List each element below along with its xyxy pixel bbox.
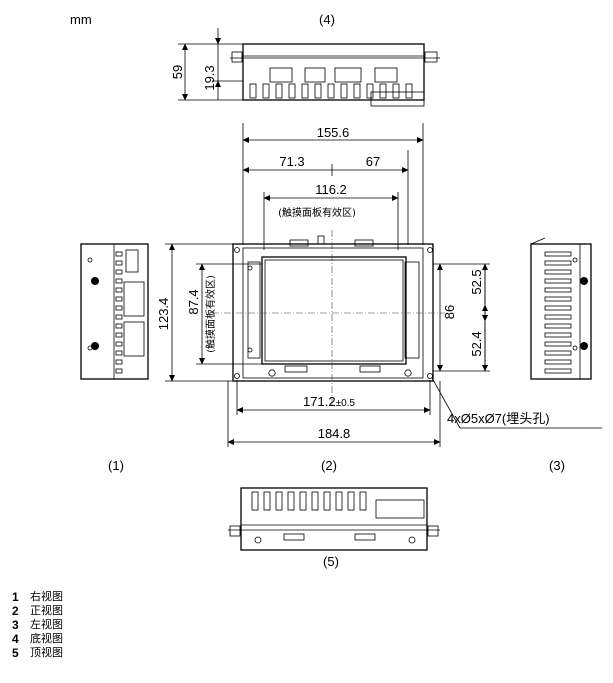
hole-spec: 4xØ5xØ7(埋头孔) xyxy=(447,411,550,426)
vent-slot xyxy=(379,83,387,99)
vent-slot xyxy=(544,269,572,275)
vent-slot xyxy=(544,278,572,284)
dim-bezel-width: 184.8 xyxy=(318,426,351,441)
unit-label: mm xyxy=(70,12,92,27)
top-view xyxy=(228,487,440,551)
dim-overall-width: 155.6 xyxy=(317,125,350,140)
vent-slot xyxy=(353,83,361,99)
vent-slot xyxy=(327,83,335,99)
vent-slot xyxy=(115,359,123,365)
vent-slot xyxy=(115,314,123,320)
vent-slot xyxy=(544,368,572,374)
vent-slot xyxy=(115,350,123,356)
view-label-1: (1) xyxy=(108,458,124,473)
vent-slot xyxy=(544,296,572,302)
vent-slot xyxy=(115,368,123,374)
vent-slot xyxy=(275,491,283,511)
view-label-4: (4) xyxy=(319,12,335,27)
vent-slot xyxy=(249,83,257,99)
dim-lower-hole: 52.4 xyxy=(469,331,484,356)
dim-touch-height: 87.4 xyxy=(186,289,201,314)
vent-slot xyxy=(359,491,367,511)
dim-hole-hspan: 171.2±0.5 xyxy=(303,394,355,409)
vent-slot xyxy=(544,260,572,266)
vent-slot xyxy=(263,491,271,511)
vent-slot xyxy=(544,305,572,311)
vent-slot xyxy=(115,323,123,329)
dim-hole-vspan: 86 xyxy=(442,305,457,319)
dim-depth: 59 xyxy=(170,65,185,79)
vent-slot xyxy=(115,269,123,275)
vent-slot xyxy=(544,251,572,257)
vent-slot xyxy=(299,491,307,511)
right-view xyxy=(80,243,149,380)
front-view: 155.6 71.3 67 116.2 (触摸面板有效区) xyxy=(156,123,602,447)
dim-depth-offset: 19.3 xyxy=(202,65,217,90)
top-view-vents xyxy=(251,491,367,511)
vent-slot xyxy=(544,287,572,293)
vent-slot xyxy=(115,278,123,284)
vent-slot xyxy=(544,350,572,356)
bottom-view-vents xyxy=(249,83,413,99)
dim-left-part: 71.3 xyxy=(279,154,304,169)
bottom-view: 59 19.3 xyxy=(170,28,440,107)
vent-slot xyxy=(262,83,270,99)
vent-slot xyxy=(301,83,309,99)
vent-slot xyxy=(544,341,572,347)
vent-slot xyxy=(115,287,123,293)
vent-slot xyxy=(366,83,374,99)
vent-slot xyxy=(251,491,259,511)
vent-slot xyxy=(115,296,123,302)
vent-slot xyxy=(311,491,319,511)
vent-slot xyxy=(115,260,123,266)
vent-slot xyxy=(544,332,572,338)
vent-slot xyxy=(287,491,295,511)
vent-slot xyxy=(115,341,123,347)
touch-area-note-h: (触摸面板有效区) xyxy=(278,206,356,219)
dim-upper-hole: 52.5 xyxy=(469,269,484,294)
vent-slot xyxy=(323,491,331,511)
vent-slot xyxy=(288,83,296,99)
view-label-2: (2) xyxy=(321,458,337,473)
left-view xyxy=(530,237,592,380)
right-view-vents xyxy=(115,251,123,374)
touch-area-note-v: (触摸面板有效区) xyxy=(204,275,217,353)
vent-slot xyxy=(115,305,123,311)
dim-right-part: 67 xyxy=(366,154,380,169)
dim-overall-height: 123.4 xyxy=(156,298,171,331)
vent-slot xyxy=(340,83,348,99)
vent-slot xyxy=(115,251,123,257)
view-label-5: (5) xyxy=(323,554,339,569)
vent-slot xyxy=(335,491,343,511)
vent-slot xyxy=(544,323,572,329)
left-view-vents xyxy=(544,251,572,374)
vent-slot xyxy=(392,83,400,99)
vent-slot xyxy=(115,332,123,338)
vent-slot xyxy=(314,83,322,99)
vent-slot xyxy=(544,359,572,365)
vent-slot xyxy=(347,491,355,511)
view-label-3: (3) xyxy=(549,458,565,473)
vent-slot xyxy=(544,314,572,320)
vent-slot xyxy=(405,83,413,99)
dim-touch-width: 116.2 xyxy=(315,182,347,197)
vent-slot xyxy=(275,83,283,99)
